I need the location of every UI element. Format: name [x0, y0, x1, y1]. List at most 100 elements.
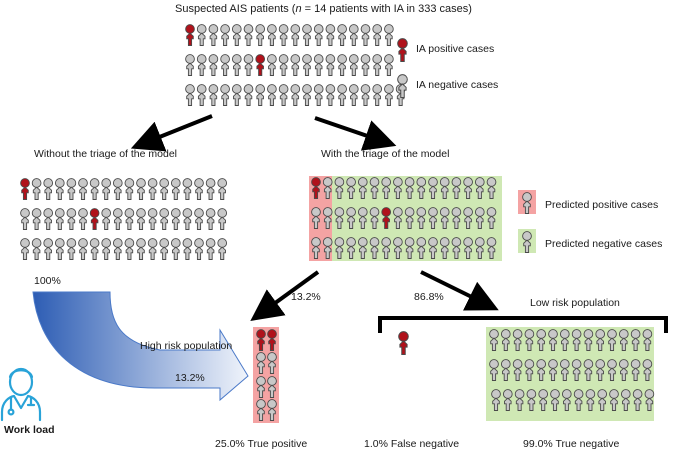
person-icon: [384, 54, 394, 76]
arrow-icon: [314, 116, 397, 151]
person-icon: [313, 24, 324, 46]
low-risk-label: Low risk population: [530, 297, 620, 309]
person-icon: [372, 84, 383, 106]
person-icon: [54, 208, 65, 230]
person-icon: [147, 178, 158, 200]
person-icon: [360, 24, 371, 46]
person-icon: [208, 24, 219, 46]
legend-ia-positive-label: IA positive cases: [416, 43, 495, 55]
doctor-icon: [0, 367, 42, 422]
person-icon: [66, 208, 77, 230]
person-icon: [78, 178, 88, 200]
person-icon: [43, 178, 54, 200]
person-icon: [337, 84, 347, 106]
person-icon: [66, 178, 77, 200]
person-icon: [170, 178, 181, 200]
person-icon: [101, 238, 112, 260]
person-icon: [231, 84, 242, 106]
arrow-icon: [250, 270, 320, 322]
person-icon: [337, 54, 347, 76]
legend-ia-negative-label: IA negative cases: [416, 79, 499, 91]
person-icon: [159, 208, 170, 230]
person-icon: [384, 84, 394, 106]
person-icon: [43, 208, 54, 230]
person-icon: [196, 54, 207, 76]
person-icon: [89, 238, 100, 260]
person-icon: [31, 238, 42, 260]
figure-title: Suspected AIS patients (n = 14 patients …: [175, 3, 472, 15]
person-icon: [278, 54, 289, 76]
legend-predicted-negative-label: Predicted negative cases: [545, 238, 663, 250]
person-icon: [159, 178, 170, 200]
person-icon: [78, 208, 88, 230]
person-icon: [78, 238, 88, 260]
person-icon: [124, 178, 135, 200]
high-risk-percent: 13.2%: [291, 291, 321, 303]
person-icon: [124, 208, 135, 230]
person-icon: [54, 178, 65, 200]
person-icon: [136, 238, 146, 260]
person-icon: [243, 54, 254, 76]
branch-arrows: [130, 114, 499, 322]
person-icon: [112, 238, 123, 260]
workload-arrow-icon: [32, 291, 249, 402]
person-icon: [325, 24, 336, 46]
person-icon: [89, 178, 100, 200]
person-icon: [205, 208, 216, 230]
person-icon: [348, 54, 359, 76]
person-icon: [124, 238, 135, 260]
person-icon: [243, 84, 254, 106]
person-icon: [170, 238, 181, 260]
person-icon: [290, 84, 301, 106]
person-icon: [89, 208, 100, 230]
person-icon: [20, 238, 30, 260]
true-positive-label: 25.0% True positive: [215, 438, 308, 450]
low-risk-panel: [486, 327, 654, 421]
person-icon: [267, 24, 277, 46]
person-icon: [255, 54, 266, 76]
low-risk-percent: 86.8%: [414, 291, 444, 303]
person-icon: [302, 54, 312, 76]
person-icon: [278, 24, 289, 46]
person-icon: [360, 54, 371, 76]
person-icon: [66, 238, 77, 260]
person-icon: [205, 178, 216, 200]
person-icon: [208, 84, 219, 106]
person-icon: [337, 24, 347, 46]
person-icon: [313, 54, 324, 76]
person-icon: [231, 54, 242, 76]
person-icon: [348, 24, 359, 46]
person-icon: [136, 208, 146, 230]
person-icon: [217, 238, 228, 260]
person-icon: [255, 84, 266, 106]
person-icon: [147, 208, 158, 230]
person-icon: [313, 84, 324, 106]
person-icon: [194, 238, 204, 260]
person-icon: [185, 84, 195, 106]
workload-reduced-percent: 13.2%: [175, 372, 205, 384]
person-icon: [302, 24, 312, 46]
high-risk-label: High risk population: [140, 340, 233, 352]
person-icon: [398, 331, 409, 355]
person-icon: [182, 178, 193, 200]
low-risk-bracket: [378, 316, 668, 333]
person-icon: [290, 24, 301, 46]
branch-without-label: Without the triage of the model: [34, 148, 177, 160]
person-icon: [205, 238, 216, 260]
person-icon: [220, 24, 230, 46]
false-negative-label: 1.0% False negative: [364, 438, 460, 450]
branch-with-label: With the triage of the model: [321, 148, 450, 160]
person-icon: [267, 84, 277, 106]
person-icon: [170, 208, 181, 230]
person-icon: [112, 178, 123, 200]
person-icon: [325, 54, 336, 76]
person-icon: [360, 84, 371, 106]
person-icon: [325, 84, 336, 106]
person-icon: [31, 178, 42, 200]
arrow-icon: [130, 114, 213, 152]
person-icon: [182, 208, 193, 230]
person-icon: [290, 54, 301, 76]
person-icon: [112, 208, 123, 230]
person-icon: [217, 178, 228, 200]
